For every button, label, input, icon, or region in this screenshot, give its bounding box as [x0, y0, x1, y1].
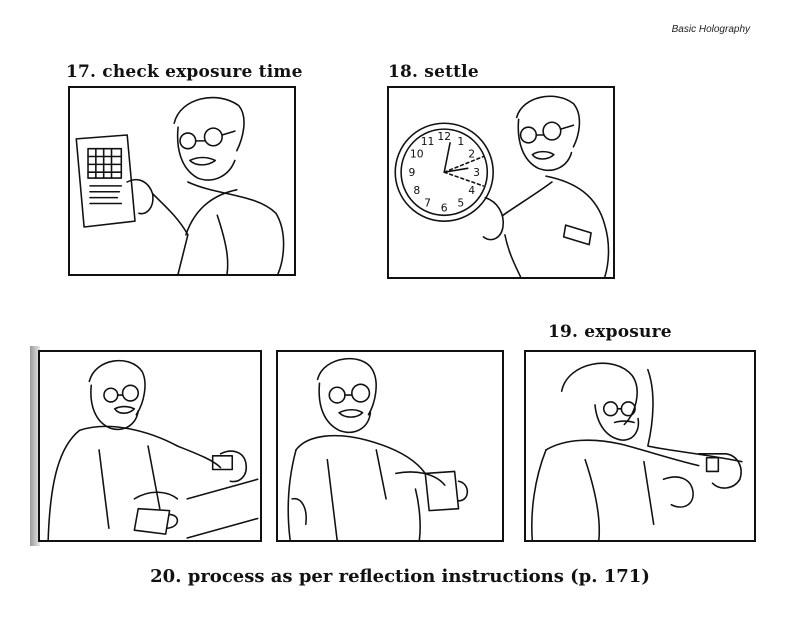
svg-text:10: 10 — [410, 148, 424, 161]
man-reading-exposure-chart-illustration — [75, 96, 285, 274]
man-pointing-at-clock-illustration: 12 1 2 3 4 5 6 7 8 9 10 11 — [394, 95, 610, 277]
step-19-label: 19. exposure — [548, 322, 672, 342]
man-checking-wristwatch-with-mug-illustration — [47, 359, 259, 540]
process-caption: 20. process as per reflection instructio… — [150, 566, 650, 587]
panel-check-watch — [38, 350, 262, 542]
svg-text:4: 4 — [468, 184, 475, 197]
svg-text:2: 2 — [468, 148, 475, 161]
svg-text:6: 6 — [441, 201, 448, 214]
clock-numerals: 12 1 2 3 4 5 6 7 8 9 10 11 — [408, 130, 479, 214]
panel-exposure — [524, 350, 756, 542]
svg-text:12: 12 — [437, 130, 451, 143]
man-seated-holding-mug-illustration — [287, 357, 469, 540]
binding-shadow — [30, 346, 40, 546]
svg-text:9: 9 — [408, 166, 415, 179]
man-looking-at-wristwatch-illustration — [531, 362, 743, 540]
running-header: Basic Holography — [671, 24, 750, 35]
panel-check-exposure — [68, 86, 296, 276]
svg-text:3: 3 — [473, 166, 480, 179]
svg-text:5: 5 — [457, 196, 464, 209]
step-18-label: 18. settle — [388, 62, 479, 82]
step-17-label: 17. check exposure time — [66, 62, 303, 82]
panel-settle: 12 1 2 3 4 5 6 7 8 9 10 11 — [387, 86, 615, 279]
panel-seated-mug — [276, 350, 504, 542]
svg-text:7: 7 — [424, 196, 431, 209]
svg-text:1: 1 — [457, 135, 464, 148]
svg-text:8: 8 — [413, 184, 420, 197]
svg-text:11: 11 — [421, 135, 435, 148]
